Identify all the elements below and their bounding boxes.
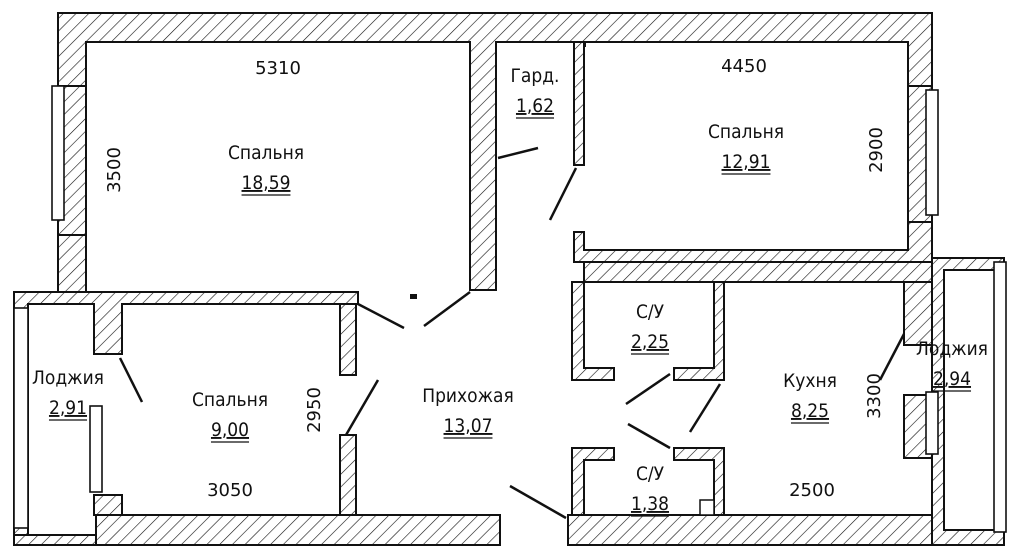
door-wardrobe [497,146,539,160]
dim-bedroom1-width: 5310 [255,58,301,79]
room-name-wardrobe: Гард. [510,65,559,87]
room-name-bedroom1: Спальня [228,142,304,164]
wall-right-kitchen-upper [903,281,933,346]
door-bath2 [627,422,671,450]
room-area-loggia-left: 2,91 [49,397,87,419]
dimension-labels: 5310 3500 4450 2900 3050 2950 2500 3300 [104,56,887,501]
room-name-hallway: Прихожая [422,385,514,407]
dim-bedroom3-depth: 2950 [304,387,325,433]
door-kitchen [688,383,722,433]
room-area-bedroom1: 18,59 [242,172,291,194]
room-area-bathroom2: 1,38 [631,493,669,515]
room-name-kitchen: Кухня [783,370,837,392]
room-labels: Спальня 18,59 Спальня 12,91 Спальня 9,00… [32,65,988,517]
wall-bath1-left [571,281,615,381]
doors [118,146,906,520]
room-area-bathroom1: 2,25 [631,331,669,353]
room-name-bedroom2: Спальня [708,121,784,143]
wall-left-lower [57,234,87,293]
window-loggia-right [993,261,1007,533]
room-area-kitchen: 8,25 [791,400,829,422]
door-bedroom2 [548,167,578,221]
room-name-bedroom3: Спальня [192,389,268,411]
window-loggia-left [13,307,29,529]
wall-bath1-right [673,281,725,381]
window-bedroom2 [925,89,939,216]
windows [13,85,1007,533]
room-area-loggia-right: 2,94 [933,368,971,390]
room-area-bedroom2: 12,91 [722,151,771,173]
walls [13,12,1005,546]
dim-kitchen-width: 2500 [789,480,835,501]
bath2-fixture [699,499,715,516]
window-kitchen [925,391,939,455]
door-loggia-right [878,333,906,381]
wall-bath2-left [571,447,615,521]
wall-bedroom3-right [339,303,357,376]
wall-top [57,12,933,291]
dim-kitchen-depth: 3300 [864,373,885,419]
door-bedroom3 [344,379,380,436]
room-area-bedroom3: 9,00 [211,419,249,441]
door-bath1 [625,372,671,406]
door-bedroom1-b [357,302,405,330]
room-name-bathroom2: С/У [636,463,665,485]
wall-wardrobe-right [573,41,585,166]
dim-bedroom2-width: 4450 [721,56,767,77]
room-area-hallway: 13,07 [444,415,493,437]
wall-bottom-right [567,514,937,546]
room-name-loggia-left: Лоджия [32,367,104,389]
dim-bedroom2-depth: 2900 [866,127,887,173]
dim-bedroom3-width: 3050 [207,480,253,501]
door-bedroom1 [423,290,471,328]
wall-loggia-bottom [13,534,97,546]
wall-bedroom3-left-lower [93,494,123,516]
wall-br-top [583,261,933,283]
door-entrance [509,484,567,520]
window-bedroom1 [51,85,65,221]
wall-bath2-right [673,447,725,521]
wall-bottom-left [95,514,501,546]
wall-mid-right [573,221,933,263]
door-loggia-left [118,357,144,403]
room-name-loggia-right: Лоджия [916,338,988,360]
room-area-wardrobe: 1,62 [516,95,554,117]
outlet-marker [410,294,417,299]
room-name-bathroom1: С/У [636,301,665,323]
wall-bedroom3-right-lower [339,434,357,516]
dim-bedroom1-depth: 3500 [104,147,125,193]
window-bedroom3 [89,405,103,493]
